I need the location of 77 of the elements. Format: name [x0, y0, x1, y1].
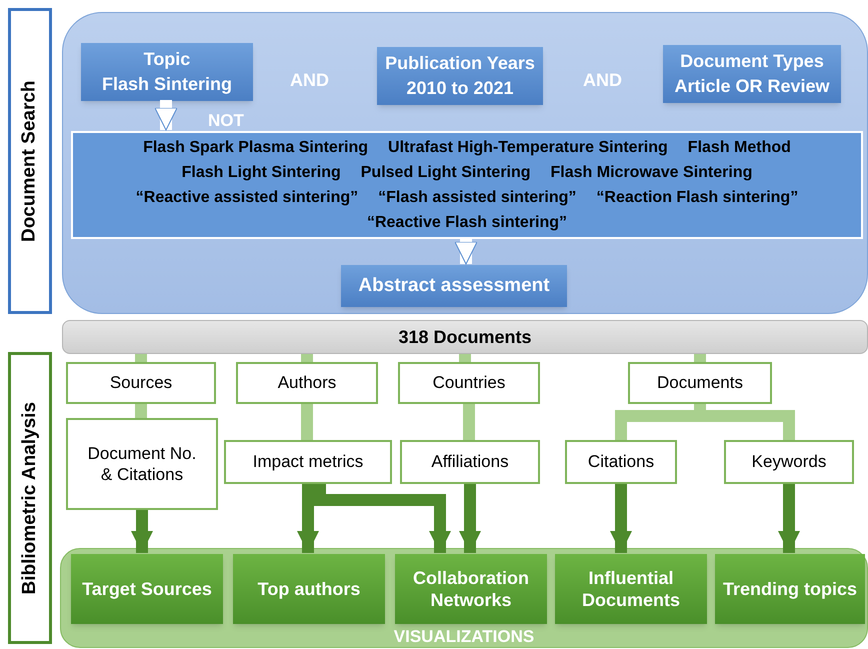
category-label: Sources: [110, 372, 172, 394]
count-label: 318 Documents: [398, 326, 532, 348]
query-text: Topic: [144, 48, 190, 72]
metric-label: Citations: [588, 451, 654, 473]
arrow: [314, 484, 451, 553]
metric-box: [66, 418, 218, 510]
section-title: Bibliometric Analysis: [18, 402, 41, 594]
category-label: Documents: [657, 372, 743, 394]
metric-label: Document No. & Citations: [86, 442, 198, 486]
metric-box: [224, 440, 392, 484]
excluded-term: Pulsed Light Sintering: [360, 163, 531, 183]
arrow: [610, 484, 632, 553]
metric-label: Impact metrics: [252, 451, 364, 473]
query-text: Publication Years: [385, 52, 535, 76]
operator-label: NOT: [208, 110, 244, 132]
metric-label: Keywords: [752, 451, 826, 473]
category-box: [236, 362, 378, 404]
output-box: [233, 554, 385, 624]
query-box: [377, 47, 543, 105]
excluded-term: Flash Method: [688, 138, 791, 158]
count-bar: [62, 320, 868, 354]
connector-bar: [459, 354, 471, 362]
category-box: [628, 362, 772, 404]
connector-bar: [135, 404, 147, 418]
query-box: [81, 43, 253, 101]
excluded-term: “Reactive assisted sintering”: [136, 188, 358, 208]
exclusion-terms-box: [71, 131, 863, 239]
output-label: Trending topics: [722, 578, 857, 600]
section-label-box: [8, 352, 52, 644]
arrow: [454, 238, 478, 264]
excluded-term: “Flash assisted sintering”: [378, 188, 576, 208]
search-panel: [62, 12, 868, 314]
arrow: [154, 100, 178, 130]
metric-box: [565, 440, 677, 484]
connector-bar: [301, 354, 313, 362]
output-box: [715, 554, 865, 624]
connector-bar: [301, 404, 313, 440]
metric-label: Affiliations: [431, 451, 509, 473]
connector-bar: [463, 404, 475, 440]
section-label-box: [8, 8, 52, 314]
output-label: Target Sources: [82, 578, 212, 600]
process-box: [341, 265, 567, 307]
operator-label: AND: [290, 69, 329, 92]
output-box: [395, 554, 547, 624]
panel-title: VISUALIZATIONS: [394, 628, 534, 647]
process-label: Abstract assessment: [358, 274, 550, 298]
output-box: [71, 554, 223, 624]
query-text: Document Types: [680, 50, 824, 74]
excluded-term: Flash Microwave Sintering: [550, 163, 752, 183]
visualizations-panel: [60, 548, 868, 648]
query-text: 2010 to 2021: [406, 77, 514, 100]
category-label: Countries: [432, 372, 506, 394]
section-title: Document Search: [18, 80, 41, 242]
operator-label: AND: [583, 69, 622, 92]
connector-bar: [135, 354, 147, 362]
output-box: [555, 554, 707, 624]
query-box: [663, 45, 841, 103]
excluded-term: Flash Light Sintering: [182, 163, 341, 183]
output-label: Collaboration Networks: [412, 566, 530, 612]
category-box: [66, 362, 216, 404]
query-text: Flash Sintering: [102, 73, 232, 96]
category-label: Authors: [278, 372, 336, 394]
excluded-term: “Reaction Flash sintering”: [596, 188, 798, 208]
excluded-term: Ultrafast High-Temperature Sintering: [388, 138, 668, 158]
arrow: [131, 510, 153, 553]
excluded-term: Flash Spark Plasma Sintering: [143, 138, 368, 158]
metric-box: [724, 440, 854, 484]
category-box: [398, 362, 540, 404]
output-label: Influential Documents: [580, 566, 681, 612]
arrow: [297, 484, 319, 553]
query-text: Article OR Review: [674, 75, 830, 98]
connector-bar: [694, 354, 706, 362]
output-label: Top authors: [258, 578, 360, 600]
metric-box: [400, 440, 540, 484]
excluded-term: “Reactive Flash sintering”: [366, 213, 568, 233]
arrow: [778, 484, 800, 553]
arrow: [459, 484, 481, 553]
